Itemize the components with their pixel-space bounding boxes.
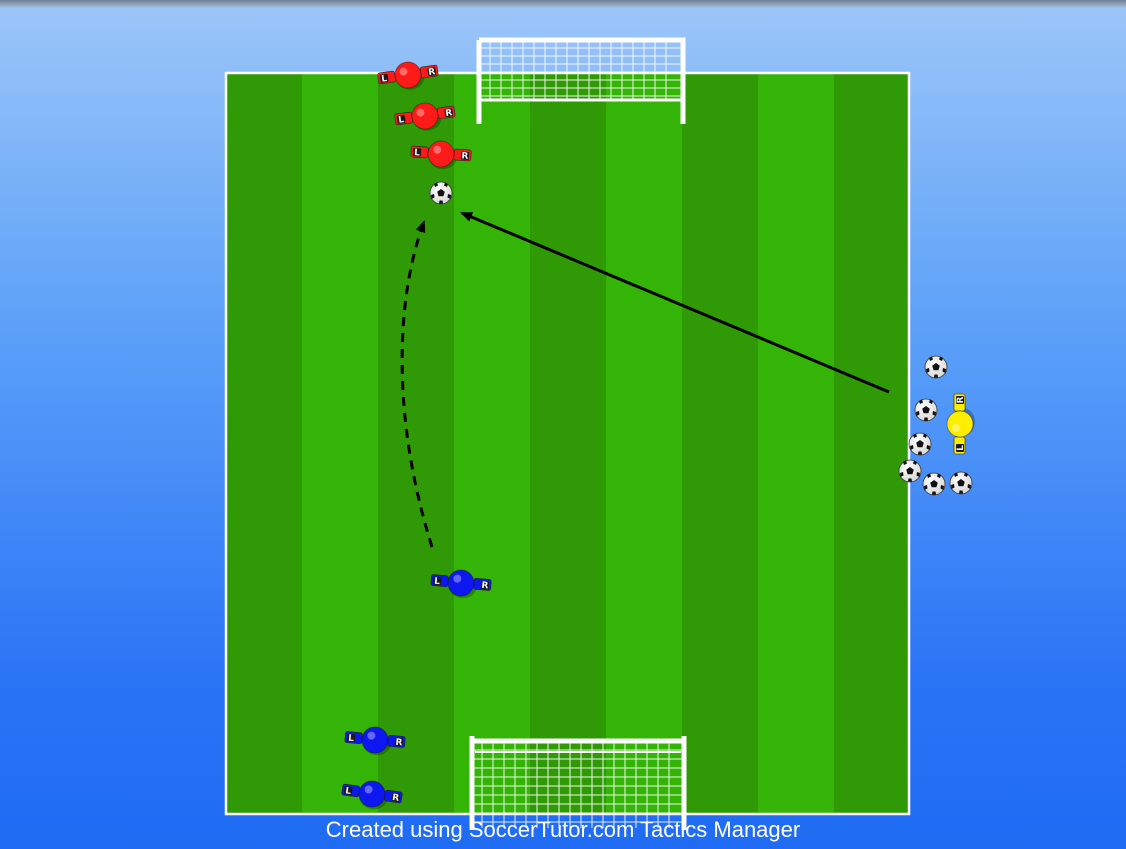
- spare-ball: [915, 399, 937, 421]
- pitch-stripe: [302, 73, 378, 814]
- player-yellow-7: LR: [947, 394, 975, 454]
- player-right-mark: R: [461, 151, 469, 161]
- pitch-stripe: [454, 73, 530, 814]
- player-right-mark: R: [395, 738, 403, 749]
- player-right-mark: R: [445, 108, 453, 119]
- footer-credit: Created using SoccerTutor.com Tactics Ma…: [0, 817, 1126, 843]
- player-head: [947, 411, 973, 437]
- pitch: [226, 73, 909, 814]
- player-right-mark: R: [391, 793, 399, 804]
- ball-in-play: [430, 182, 452, 204]
- spare-ball: [899, 460, 921, 482]
- spare-ball: [925, 356, 947, 378]
- player-left-mark: L: [434, 577, 441, 587]
- player-left-mark: L: [956, 445, 966, 451]
- player-right-mark: R: [481, 581, 489, 592]
- player-left-mark: L: [348, 734, 355, 744]
- player-right-mark: R: [428, 67, 436, 78]
- player-left-mark: L: [414, 148, 421, 158]
- player-right-mark: R: [956, 396, 966, 403]
- spare-ball: [923, 473, 945, 495]
- pitch-stripe: [606, 73, 682, 814]
- spare-ball: [950, 472, 972, 494]
- spare-ball: [909, 433, 931, 455]
- pitch-stripe: [758, 73, 834, 814]
